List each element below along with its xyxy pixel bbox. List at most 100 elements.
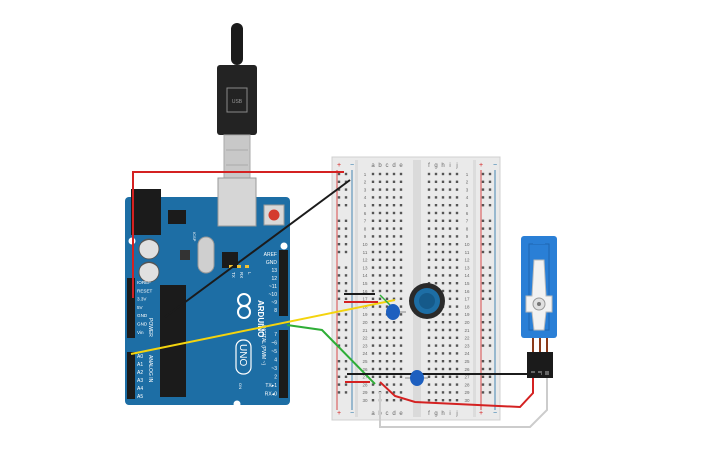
- breadboard-hole[interactable]: [385, 188, 389, 191]
- breadboard-hole[interactable]: [392, 391, 396, 394]
- rail-hole[interactable]: [337, 297, 341, 300]
- breadboard-hole[interactable]: [448, 383, 452, 386]
- rail-hole[interactable]: [337, 235, 341, 238]
- rail-hole[interactable]: [344, 274, 348, 277]
- breadboard-hole[interactable]: [392, 336, 396, 339]
- rail-hole[interactable]: [481, 289, 485, 293]
- breadboard-hole[interactable]: [455, 313, 459, 316]
- breadboard-hole[interactable]: [434, 360, 438, 363]
- breadboard-hole[interactable]: [392, 211, 396, 215]
- rail-hole[interactable]: [344, 250, 348, 254]
- breadboard-hole[interactable]: [385, 399, 389, 402]
- rail-hole[interactable]: [488, 344, 492, 347]
- breadboard-hole[interactable]: [392, 367, 396, 371]
- breadboard-hole[interactable]: [441, 188, 445, 191]
- breadboard-hole[interactable]: [455, 367, 459, 371]
- breadboard-hole[interactable]: [378, 305, 382, 308]
- breadboard-hole[interactable]: [441, 289, 445, 293]
- breadboard-hole[interactable]: [371, 375, 375, 378]
- breadboard-hole[interactable]: [434, 391, 438, 394]
- breadboard-hole[interactable]: [427, 204, 431, 207]
- breadboard-hole[interactable]: [455, 289, 459, 293]
- breadboard-hole[interactable]: [378, 313, 382, 316]
- breadboard-hole[interactable]: [399, 188, 403, 191]
- breadboard-hole[interactable]: [385, 266, 389, 269]
- breadboard-hole[interactable]: [434, 352, 438, 355]
- breadboard-hole[interactable]: [385, 172, 389, 176]
- breadboard-hole[interactable]: [371, 383, 375, 386]
- breadboard-hole[interactable]: [455, 282, 459, 285]
- breadboard-hole[interactable]: [399, 258, 403, 261]
- rail-hole[interactable]: [488, 219, 492, 222]
- rail-hole[interactable]: [337, 321, 341, 324]
- breadboard-hole[interactable]: [399, 219, 403, 222]
- rail-hole[interactable]: [344, 196, 348, 199]
- rail-hole[interactable]: [481, 336, 485, 339]
- breadboard-hole[interactable]: [455, 219, 459, 222]
- breadboard-hole[interactable]: [378, 297, 382, 300]
- breadboard-hole[interactable]: [448, 180, 452, 183]
- breadboard-hole[interactable]: [385, 375, 389, 378]
- breadboard-hole[interactable]: [448, 360, 452, 363]
- reset-button[interactable]: [263, 204, 285, 226]
- breadboard-hole[interactable]: [371, 344, 375, 347]
- rail-hole[interactable]: [481, 227, 485, 230]
- breadboard-hole[interactable]: [399, 266, 403, 269]
- breadboard-hole[interactable]: [385, 297, 389, 300]
- breadboard-hole[interactable]: [427, 172, 431, 176]
- rail-hole[interactable]: [488, 328, 492, 332]
- breadboard-hole[interactable]: [448, 196, 452, 199]
- rail-hole[interactable]: [488, 266, 492, 269]
- breadboard-hole[interactable]: [448, 336, 452, 339]
- servo-horn[interactable]: [525, 259, 553, 331]
- rail-hole[interactable]: [481, 235, 485, 238]
- rail-hole[interactable]: [344, 282, 348, 285]
- breadboard-hole[interactable]: [455, 399, 459, 402]
- breadboard-hole[interactable]: [371, 336, 375, 339]
- rail-hole[interactable]: [488, 196, 492, 199]
- breadboard-hole[interactable]: [378, 250, 382, 254]
- breadboard-hole[interactable]: [392, 360, 396, 363]
- rail-hole[interactable]: [337, 289, 341, 293]
- breadboard-hole[interactable]: [392, 399, 396, 402]
- breadboard-hole[interactable]: [399, 250, 403, 254]
- breadboard-hole[interactable]: [392, 375, 396, 378]
- breadboard-hole[interactable]: [448, 219, 452, 222]
- wire-white-servo[interactable]: [379, 378, 548, 428]
- breadboard-hole[interactable]: [371, 297, 375, 300]
- breadboard-hole[interactable]: [455, 188, 459, 191]
- breadboard-hole[interactable]: [371, 399, 375, 402]
- breadboard-hole[interactable]: [441, 250, 445, 254]
- breadboard-hole[interactable]: [399, 352, 403, 355]
- breadboard-hole[interactable]: [385, 367, 389, 371]
- breadboard-hole[interactable]: [455, 360, 459, 363]
- rail-hole[interactable]: [488, 204, 492, 207]
- rail-hole[interactable]: [344, 204, 348, 207]
- breadboard-hole[interactable]: [441, 258, 445, 261]
- breadboard-hole[interactable]: [455, 328, 459, 332]
- rail-hole[interactable]: [481, 391, 485, 394]
- breadboard-hole[interactable]: [371, 172, 375, 176]
- breadboard-hole[interactable]: [441, 328, 445, 332]
- breadboard-hole[interactable]: [378, 211, 382, 215]
- breadboard-hole[interactable]: [427, 352, 431, 355]
- rail-hole[interactable]: [337, 250, 341, 254]
- breadboard-hole[interactable]: [385, 391, 389, 394]
- breadboard-hole[interactable]: [434, 211, 438, 215]
- rail-hole[interactable]: [337, 274, 341, 277]
- breadboard-hole[interactable]: [448, 243, 452, 246]
- rail-hole[interactable]: [481, 274, 485, 277]
- capacitor-a[interactable]: [386, 304, 406, 320]
- rail-hole[interactable]: [481, 266, 485, 269]
- breadboard-hole[interactable]: [371, 227, 375, 230]
- breadboard-hole[interactable]: [371, 188, 375, 191]
- breadboard-hole[interactable]: [399, 367, 403, 371]
- breadboard-hole[interactable]: [392, 258, 396, 261]
- breadboard-hole[interactable]: [371, 243, 375, 246]
- breadboard-hole[interactable]: [427, 391, 431, 394]
- breadboard-hole[interactable]: [434, 235, 438, 238]
- breadboard-hole[interactable]: [434, 375, 438, 378]
- breadboard-hole[interactable]: [392, 352, 396, 355]
- breadboard-hole[interactable]: [392, 321, 396, 324]
- rail-hole[interactable]: [488, 297, 492, 300]
